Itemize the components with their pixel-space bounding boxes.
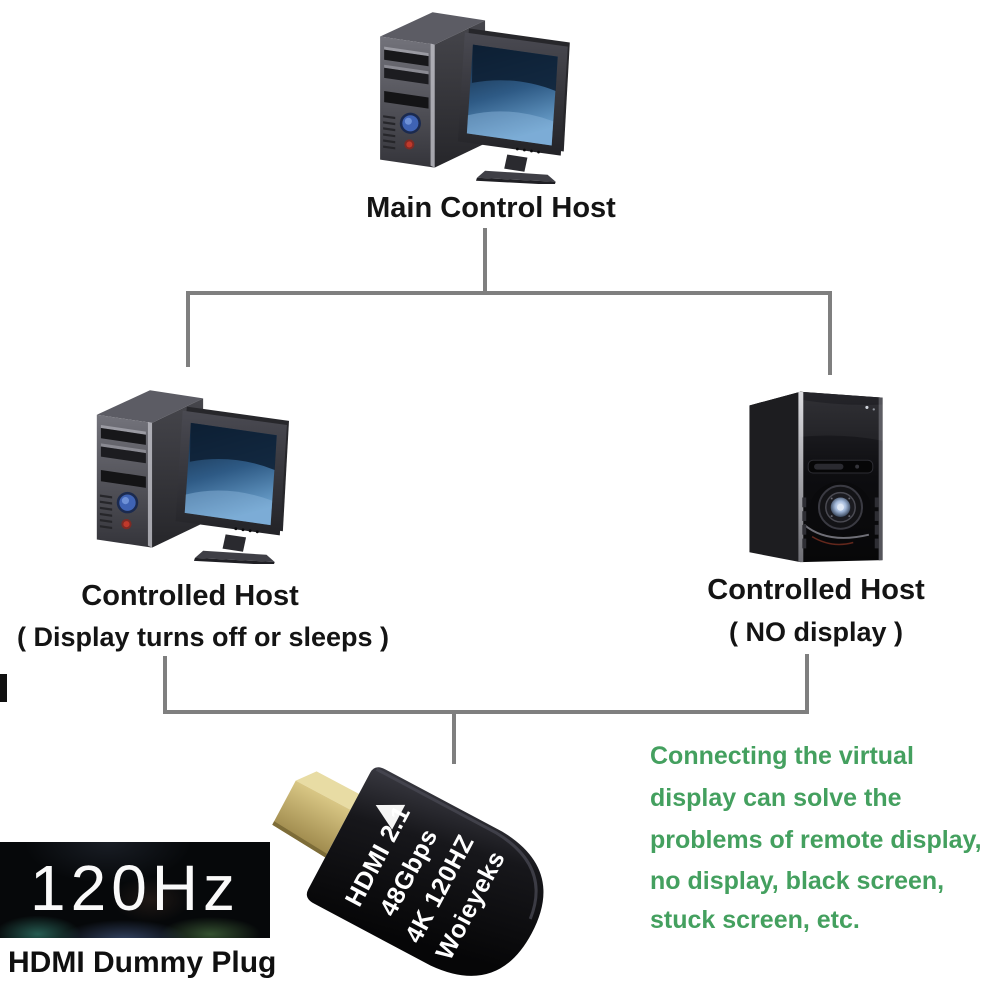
connector-line-bottom-right-stub [805,654,809,714]
connector-line-top-vertical [483,228,487,293]
connector-line-bottom-left-stub [163,656,167,714]
right-host-sublabel: ( NO display ) [728,617,904,647]
left-host-sublabel: ( Display turns off or sleeps ) [16,622,390,652]
connector-line-plug-drop [452,710,456,764]
note-line-4: no display, black screen, [650,867,945,895]
left-host-label: Controlled Host [81,580,299,612]
connector-line-left-drop [186,291,190,367]
note-line-3: problems of remote display, [650,826,982,854]
connector-line-bottom-horizontal [163,710,809,714]
right-host-label: Controlled Host [707,574,925,606]
cropped-text-artifact [0,674,7,702]
note-line-1: Connecting the virtual [650,742,914,770]
left-host-computer-illustration [84,380,310,564]
note-line-5: stuck screen, etc. [650,906,860,934]
refresh-rate-banner: 120Hz [0,842,270,938]
main-host-label: Main Control Host [366,192,616,224]
note-line-2: display can solve the [650,784,902,812]
hdmi-plug-illustration [272,764,572,998]
main-host-computer-illustration [368,2,590,184]
connector-line-right-drop [828,291,832,375]
connector-line-top-horizontal [186,291,832,295]
refresh-rate-text: 120Hz [30,852,240,924]
right-host-tower-illustration [742,380,892,566]
product-name-label: HDMI Dummy Plug [8,946,277,979]
